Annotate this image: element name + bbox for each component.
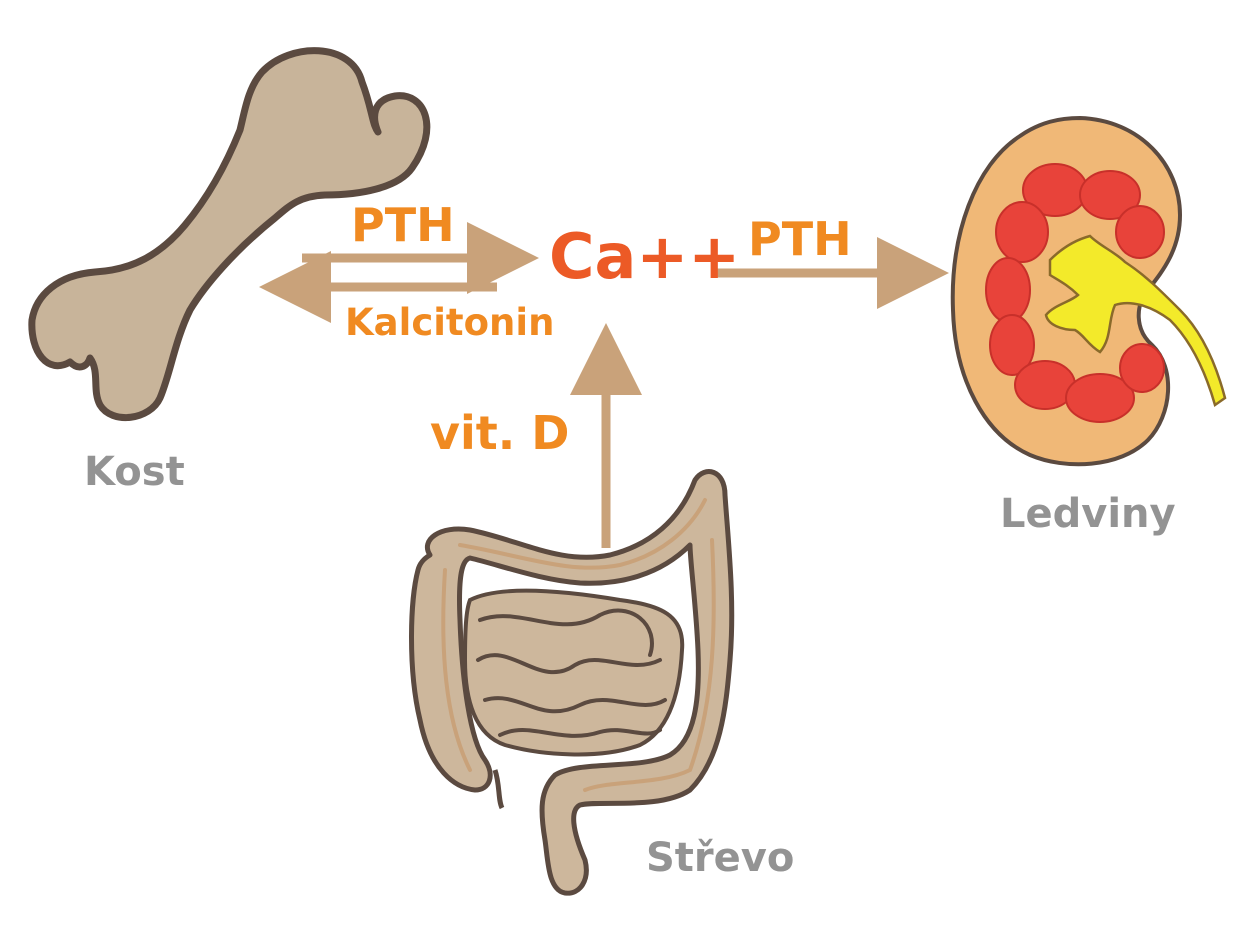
vitamin-d-label: vit. D	[430, 406, 570, 460]
intestine-label: Střevo	[646, 835, 795, 881]
calcitonin-label: Kalcitonin	[345, 301, 555, 344]
arrows	[259, 222, 949, 548]
intestine-illustration	[409, 469, 735, 896]
pth-bone-label: PTH	[351, 198, 455, 252]
bone-label: Kost	[84, 449, 185, 495]
calcium-ion-label: Ca++	[549, 220, 741, 293]
bone-illustration	[28, 47, 431, 422]
kidney-label: Ledviny	[1000, 491, 1176, 537]
pth-kidney-label: PTH	[748, 212, 852, 266]
kidney-illustration	[950, 115, 1227, 467]
